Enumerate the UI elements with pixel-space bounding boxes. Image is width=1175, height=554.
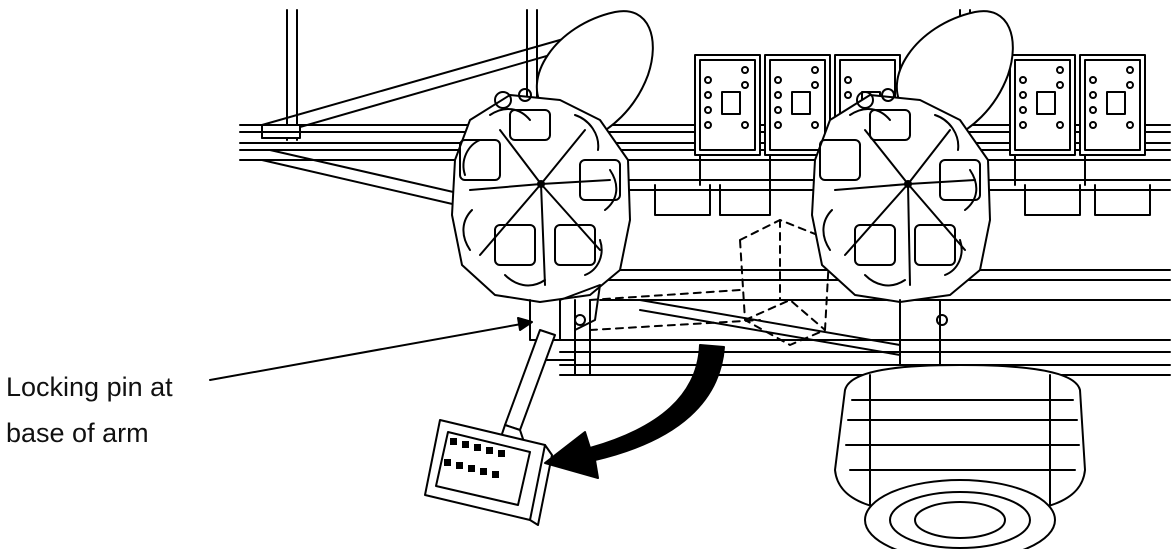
callout-line-1: Locking pin at: [6, 372, 173, 402]
control-module: [764, 54, 831, 156]
control-module: [1009, 54, 1076, 156]
reel-disc: [811, 94, 991, 303]
callout-label: Locking pin at base of arm: [6, 364, 173, 456]
right-reel-assembly: [811, 10, 1014, 366]
callout-leader-line: [209, 322, 528, 381]
rotation-arrow: [544, 344, 725, 479]
callout-arrowhead: [517, 317, 533, 331]
left-reel-assembly: [451, 10, 654, 361]
arm-and-controller: [424, 329, 556, 526]
arm: [504, 329, 556, 431]
callout-line-2: base of arm: [6, 418, 149, 448]
stowed-position-outline: [589, 219, 831, 346]
controller-buttons: [444, 438, 505, 478]
wheel: [834, 364, 1086, 554]
control-module: [1079, 54, 1146, 156]
control-module: [694, 54, 761, 156]
